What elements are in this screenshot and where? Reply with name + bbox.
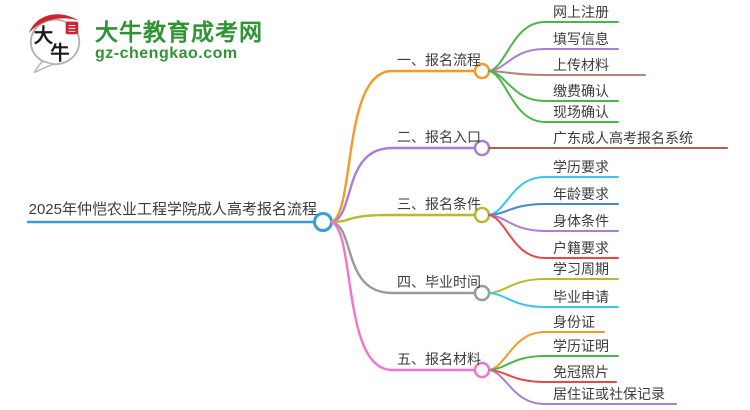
edge-branch-1-leaf-5 bbox=[488, 70, 619, 123]
leaf-study-period[interactable]: 学习周期 bbox=[553, 261, 609, 277]
branch-registration-entrance[interactable]: 二、报名入口 bbox=[397, 129, 481, 145]
leaf-education-requirement[interactable]: 学历要求 bbox=[553, 159, 609, 175]
leaf-upload-materials[interactable]: 上传材料 bbox=[553, 57, 609, 73]
logo-domain: gz-chengkao.com bbox=[95, 45, 238, 62]
edge-root-branch-3 bbox=[330, 213, 477, 224]
logo-title: 大牛教育成考网 bbox=[95, 19, 263, 45]
logo-char-bottom: 牛 bbox=[50, 41, 69, 64]
leaf-online-register[interactable]: 网上注册 bbox=[553, 4, 609, 20]
central-topic-label[interactable]: 2025年仲恺农业工程学院成人高考报名流程 bbox=[28, 201, 317, 218]
edge-branch-5-leaf-2 bbox=[488, 355, 619, 371]
edge-branch-3-leaf-1 bbox=[488, 176, 619, 216]
edge-branch-5-leaf-1 bbox=[488, 331, 605, 371]
edge-branch-5-leaf-4 bbox=[488, 369, 677, 405]
leaf-education-proof[interactable]: 学历证明 bbox=[553, 338, 609, 354]
edge-branch-1-leaf-2 bbox=[488, 48, 619, 72]
logo-char-top: 大 bbox=[34, 24, 54, 47]
leaf-id-card[interactable]: 身份证 bbox=[553, 314, 595, 330]
leaf-gd-registration-system[interactable]: 广东成人高考报名系统 bbox=[553, 130, 693, 146]
branch-registration-materials[interactable]: 五、报名材料 bbox=[397, 351, 481, 367]
leaf-onsite-confirm[interactable]: 现场确认 bbox=[553, 104, 609, 120]
leaf-graduation-application[interactable]: 毕业申请 bbox=[553, 289, 609, 305]
edge-branch-1-leaf-1 bbox=[488, 21, 619, 72]
branch-graduation-time[interactable]: 四、毕业时间 bbox=[397, 274, 481, 290]
leaf-payment-confirm[interactable]: 缴费确认 bbox=[553, 83, 609, 99]
edge-branch-4-leaf-2 bbox=[488, 292, 619, 308]
leaf-bareheaded-photo[interactable]: 免冠照片 bbox=[553, 364, 609, 380]
leaf-physical-condition[interactable]: 身体条件 bbox=[553, 213, 609, 229]
leaf-age-requirement[interactable]: 年龄要求 bbox=[553, 186, 609, 202]
edge-root-branch-2 bbox=[330, 146, 477, 224]
node-circle-root[interactable] bbox=[313, 212, 333, 232]
branch-registration-conditions[interactable]: 三、报名条件 bbox=[397, 196, 481, 212]
leaf-residence-or-social-record[interactable]: 居住证或社保记录 bbox=[553, 386, 665, 402]
edge-branch-1-leaf-3 bbox=[488, 70, 646, 76]
logo-red-arc bbox=[28, 14, 80, 34]
logo-text: 大牛教育成考网 gz-chengkao.com bbox=[95, 19, 263, 63]
daniu-logo-icon: 大 牛 bbox=[28, 14, 81, 73]
edge-root-branch-5 bbox=[330, 220, 477, 372]
branch-registration-process[interactable]: 一、报名流程 bbox=[397, 52, 481, 68]
leaf-household-requirement[interactable]: 户籍要求 bbox=[553, 240, 609, 256]
edge-branch-3-leaf-3 bbox=[488, 214, 619, 232]
site-logo[interactable]: 大 牛 大牛教育成考网 gz-chengkao.com bbox=[26, 9, 263, 73]
edge-branch-4-leaf-1 bbox=[488, 278, 619, 294]
edge-root-branch-1 bbox=[330, 69, 477, 224]
leaf-fill-info[interactable]: 填写信息 bbox=[553, 31, 609, 47]
edge-branch-3-leaf-2 bbox=[488, 203, 619, 216]
edge-root-branch-4 bbox=[330, 220, 477, 295]
edge-branch-3-leaf-4 bbox=[488, 214, 619, 259]
